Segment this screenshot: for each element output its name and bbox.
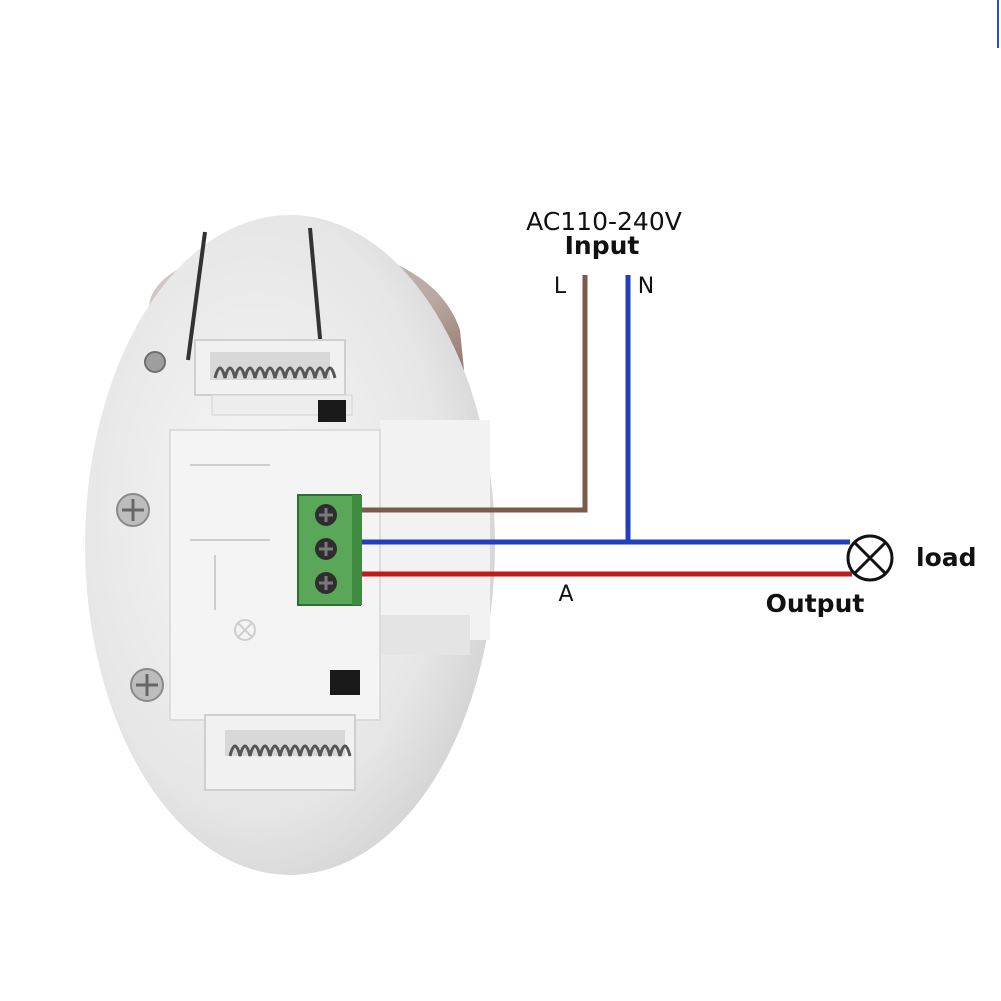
live-label: L [554, 274, 567, 299]
input-label: Input [565, 231, 640, 260]
screw-icon [144, 351, 166, 373]
screw-icon [116, 493, 150, 527]
neutral-label: N [638, 274, 654, 299]
terminal-screw-icon [315, 504, 337, 526]
output-wire-label: A [558, 582, 573, 607]
output-label: Output [766, 589, 865, 618]
screw-icon [130, 668, 164, 702]
terminal-screw-icon [315, 538, 337, 560]
terminal-screw-icon [315, 572, 337, 594]
lamp-symbol-icon [846, 534, 894, 582]
supply-voltage-label: AC110-240V [526, 207, 682, 236]
load-label: load [916, 543, 977, 572]
pir-motion-sensor-icon [85, 215, 495, 875]
live-wire [362, 275, 588, 513]
